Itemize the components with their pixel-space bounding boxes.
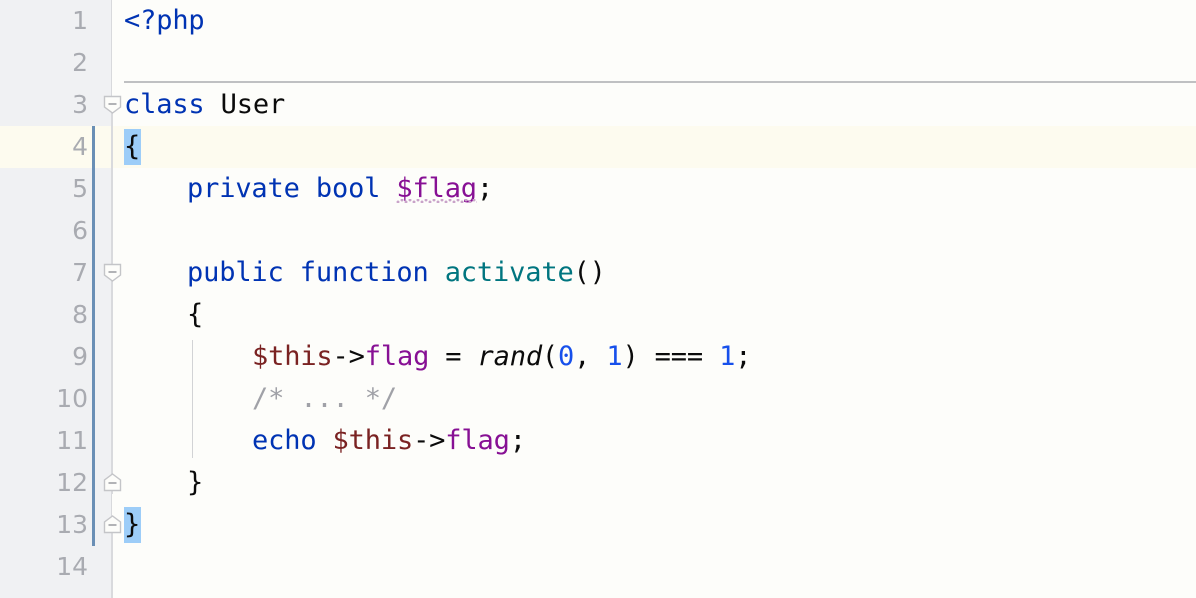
editor-line-8[interactable]: 8 {	[0, 294, 1196, 336]
editor-line-3[interactable]: 3 class User	[0, 84, 1196, 126]
line-number: 8	[72, 300, 88, 329]
editor-line-4[interactable]: 4 {	[0, 126, 1196, 168]
caret-line-highlight	[0, 126, 1196, 168]
token-identity-operator: ===	[638, 341, 720, 372]
token-php-open-tag: <?php	[124, 5, 205, 36]
fold-region-line-tail	[111, 528, 113, 598]
line-number: 10	[56, 384, 88, 413]
line-number: 6	[72, 216, 88, 245]
token-left-paren: (	[541, 341, 559, 372]
fold-marker-line-3[interactable]	[103, 95, 122, 114]
token-semicolon: ;	[476, 173, 494, 204]
line-number: 14	[56, 552, 88, 581]
line-content[interactable]: class User	[124, 84, 285, 126]
token-number-one: 1	[606, 341, 623, 372]
token-close-brace: }	[187, 467, 204, 498]
token-keyword-class: class	[124, 89, 205, 120]
token-keyword-private: private	[187, 173, 300, 204]
token-parentheses: ()	[573, 257, 606, 288]
line-number: 5	[72, 174, 88, 203]
token-keyword-echo: echo	[252, 425, 317, 456]
line-number: 12	[56, 468, 88, 497]
brace-match-highlight-open	[124, 129, 141, 165]
token-keyword-public: public	[187, 257, 284, 288]
token-function-call-rand: rand	[477, 341, 543, 372]
token-open-brace: {	[187, 299, 204, 330]
line-number: 11	[56, 426, 88, 455]
brace-match-highlight-close	[124, 507, 141, 543]
fold-marker-line-12[interactable]	[103, 473, 122, 492]
line-content[interactable]: <?php	[124, 0, 205, 42]
editor-line-9[interactable]: 9 $this->flag = rand(0, 1) === 1;	[0, 336, 1196, 378]
token-function-name-activate: activate	[444, 257, 574, 288]
editor-line-6[interactable]: 6	[0, 210, 1196, 252]
token-property-flag: flag	[445, 425, 510, 456]
line-number: 2	[72, 48, 88, 77]
token-object-arrow: ->	[332, 341, 365, 372]
token-space	[284, 257, 300, 288]
indent-guide	[192, 340, 193, 458]
token-comma: ,	[574, 341, 607, 372]
line-number: 7	[72, 258, 88, 287]
vcs-change-bar[interactable]	[92, 126, 95, 546]
token-this-variable: $this	[252, 341, 333, 372]
token-space	[300, 173, 316, 204]
editor-line-14[interactable]: 14	[0, 546, 1196, 588]
line-content[interactable]: }	[187, 462, 203, 504]
token-block-comment: /* ... */	[252, 383, 397, 414]
token-object-arrow: ->	[413, 425, 446, 456]
line-content[interactable]: public function activate()	[187, 252, 606, 294]
token-space	[316, 425, 332, 456]
token-space	[205, 89, 221, 120]
token-space	[429, 257, 445, 288]
fold-region-line-method	[111, 285, 113, 485]
token-variable-flag: $flag	[396, 173, 477, 204]
line-content[interactable]: /* ... */	[252, 378, 397, 420]
editor-line-7[interactable]: 7 public function activate()	[0, 252, 1196, 294]
token-right-paren: )	[622, 341, 639, 372]
token-property-flag: flag	[364, 341, 430, 372]
line-content[interactable]: }	[124, 504, 140, 546]
token-close-brace: }	[124, 509, 141, 540]
line-number: 1	[72, 6, 88, 35]
token-semicolon: ;	[735, 341, 752, 372]
editor-line-1[interactable]: 1 <?php	[0, 0, 1196, 42]
line-content[interactable]: {	[187, 294, 203, 336]
editor-line-13[interactable]: 13 }	[0, 504, 1196, 546]
token-open-brace: {	[124, 131, 141, 162]
line-content[interactable]: {	[124, 126, 140, 168]
editor-line-12[interactable]: 12 }	[0, 462, 1196, 504]
line-number: 13	[56, 510, 88, 539]
token-number-zero: 0	[558, 341, 575, 372]
fold-marker-line-13[interactable]	[103, 515, 122, 534]
token-class-name: User	[220, 89, 286, 120]
token-keyword-bool: bool	[315, 173, 381, 204]
fold-marker-line-7[interactable]	[103, 263, 122, 282]
editor-line-5[interactable]: 5 private bool $flag;	[0, 168, 1196, 210]
line-content[interactable]: private bool $flag;	[187, 168, 493, 210]
line-content[interactable]: echo $this->flag;	[252, 420, 526, 462]
line-content[interactable]: $this->flag = rand(0, 1) === 1;	[252, 336, 751, 378]
line-number: 4	[72, 132, 88, 161]
token-assignment-operator: =	[429, 341, 478, 372]
editor-line-2[interactable]: 2	[0, 42, 1196, 84]
token-space	[380, 173, 396, 204]
editor-line-11[interactable]: 11 echo $this->flag;	[0, 420, 1196, 462]
line-number: 3	[72, 90, 88, 119]
section-separator-line	[124, 81, 1196, 83]
editor-line-10[interactable]: 10 /* ... */	[0, 378, 1196, 420]
token-semicolon: ;	[509, 425, 526, 456]
token-keyword-function: function	[299, 257, 429, 288]
line-number: 9	[72, 342, 88, 371]
token-number-one-compare: 1	[719, 341, 736, 372]
token-this-variable: $this	[332, 425, 414, 456]
